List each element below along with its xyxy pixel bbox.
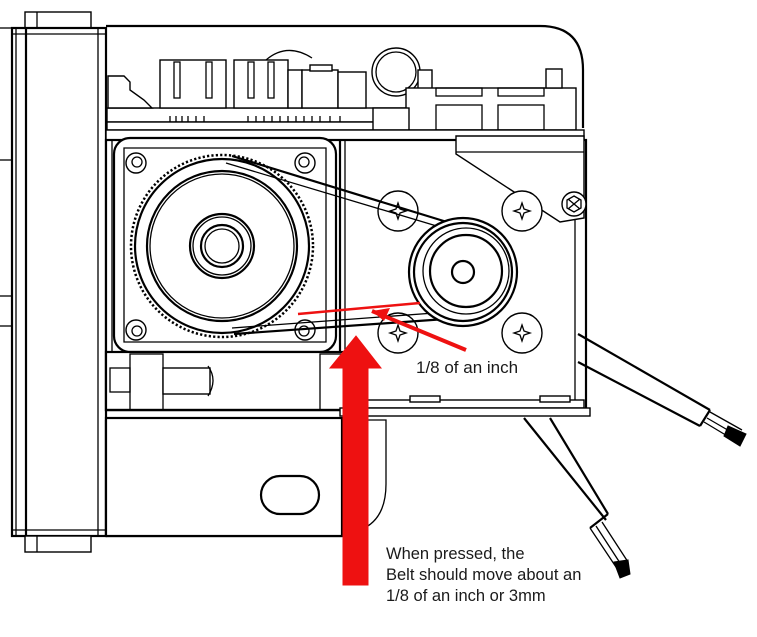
- angled-bracket: [455, 135, 585, 223]
- phillips-screw-icon: [501, 312, 543, 354]
- deflection-indicator: [297, 301, 467, 352]
- hex-bolt: [561, 191, 587, 217]
- cable-bottom: [523, 417, 631, 579]
- belt-deflected-line: [297, 301, 421, 316]
- wire-loop: [371, 47, 433, 97]
- side-panel: [0, 11, 108, 553]
- bottom-ledge: [339, 395, 591, 417]
- small-component-left: [107, 75, 154, 109]
- instruction-note: When pressed, the Belt should move about…: [386, 544, 581, 607]
- phillips-screw-icon: [377, 190, 419, 232]
- timing-belt: [225, 154, 461, 336]
- phillips-screw-icon: [501, 190, 543, 232]
- connector-housing-2: [233, 49, 367, 109]
- connector-housing-1: [159, 59, 227, 109]
- cable-right: [577, 333, 747, 447]
- pointer-arrow-shaft: [371, 309, 467, 352]
- drive-gear: [129, 153, 315, 339]
- instruction-line-2: Belt should move about an: [386, 566, 582, 584]
- slot-hole: [259, 474, 321, 516]
- base-bracket: [104, 416, 387, 538]
- pcb-board: [106, 107, 408, 131]
- idler-pulley: [407, 216, 519, 328]
- deflection-label: 1/8 of an inch: [416, 358, 519, 377]
- pointer-arrow-head: [372, 308, 390, 321]
- instruction-line-3: 1/8 of an inch or 3mm: [386, 587, 546, 605]
- instruction-line-1: When pressed, the: [386, 545, 525, 563]
- mounting-screws: [377, 190, 543, 354]
- lower-shelf: [104, 350, 348, 419]
- press-arrow-icon: [328, 335, 383, 586]
